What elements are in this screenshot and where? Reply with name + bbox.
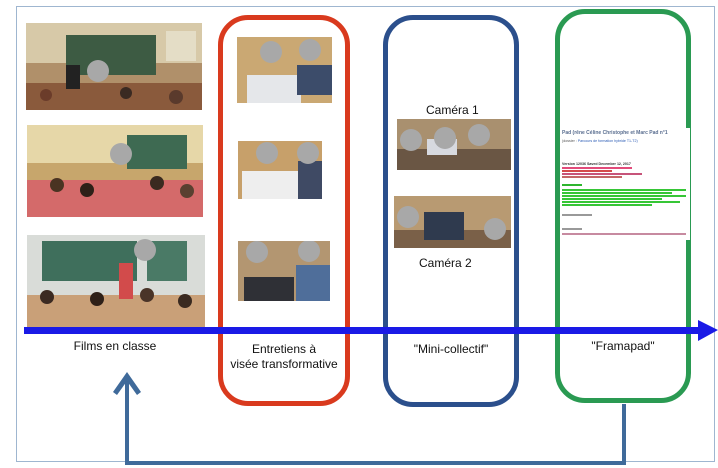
entretiens-frame [218,15,350,406]
pad-title: Pad (rêne Céline Christophe et Marc Pad … [562,130,668,136]
feedback-arrow [125,380,626,465]
camera-1-label: Caméra 1 [426,103,479,117]
classroom-photo-3 [27,235,205,327]
mini-collectif-label: "Mini-collectif" [413,342,489,356]
interview-photo-3 [238,241,330,301]
interview-photo-2 [238,141,322,199]
pad-subtitle-link: Parcours de formation hybride T1-T2) [577,139,638,143]
classroom-photo-1 [26,23,202,110]
films-label: Films en classe [73,339,157,353]
camera-1-photo [397,119,511,170]
camera-2-photo [394,196,511,248]
up-arrow-icon [113,372,141,395]
framapad-screenshot: Pad (rêne Céline Christophe et Marc Pad … [562,128,690,240]
entretiens-label: Entretiens à visée transformative [230,342,338,371]
timeline-arrow [24,320,718,341]
interview-photo-1 [237,37,332,103]
classroom-photo-2 [27,125,203,217]
pad-subtitle-prefix: (dossier : [562,139,578,143]
pad-subtitle: (dossier : Parcours de formation hybride… [562,139,690,143]
mini-collectif-frame [383,15,519,407]
framapad-label: "Framapad" [591,339,655,353]
pad-version: Version 12036 Saved December 12, 2017 [562,162,631,166]
camera-2-label: Caméra 2 [419,256,472,270]
